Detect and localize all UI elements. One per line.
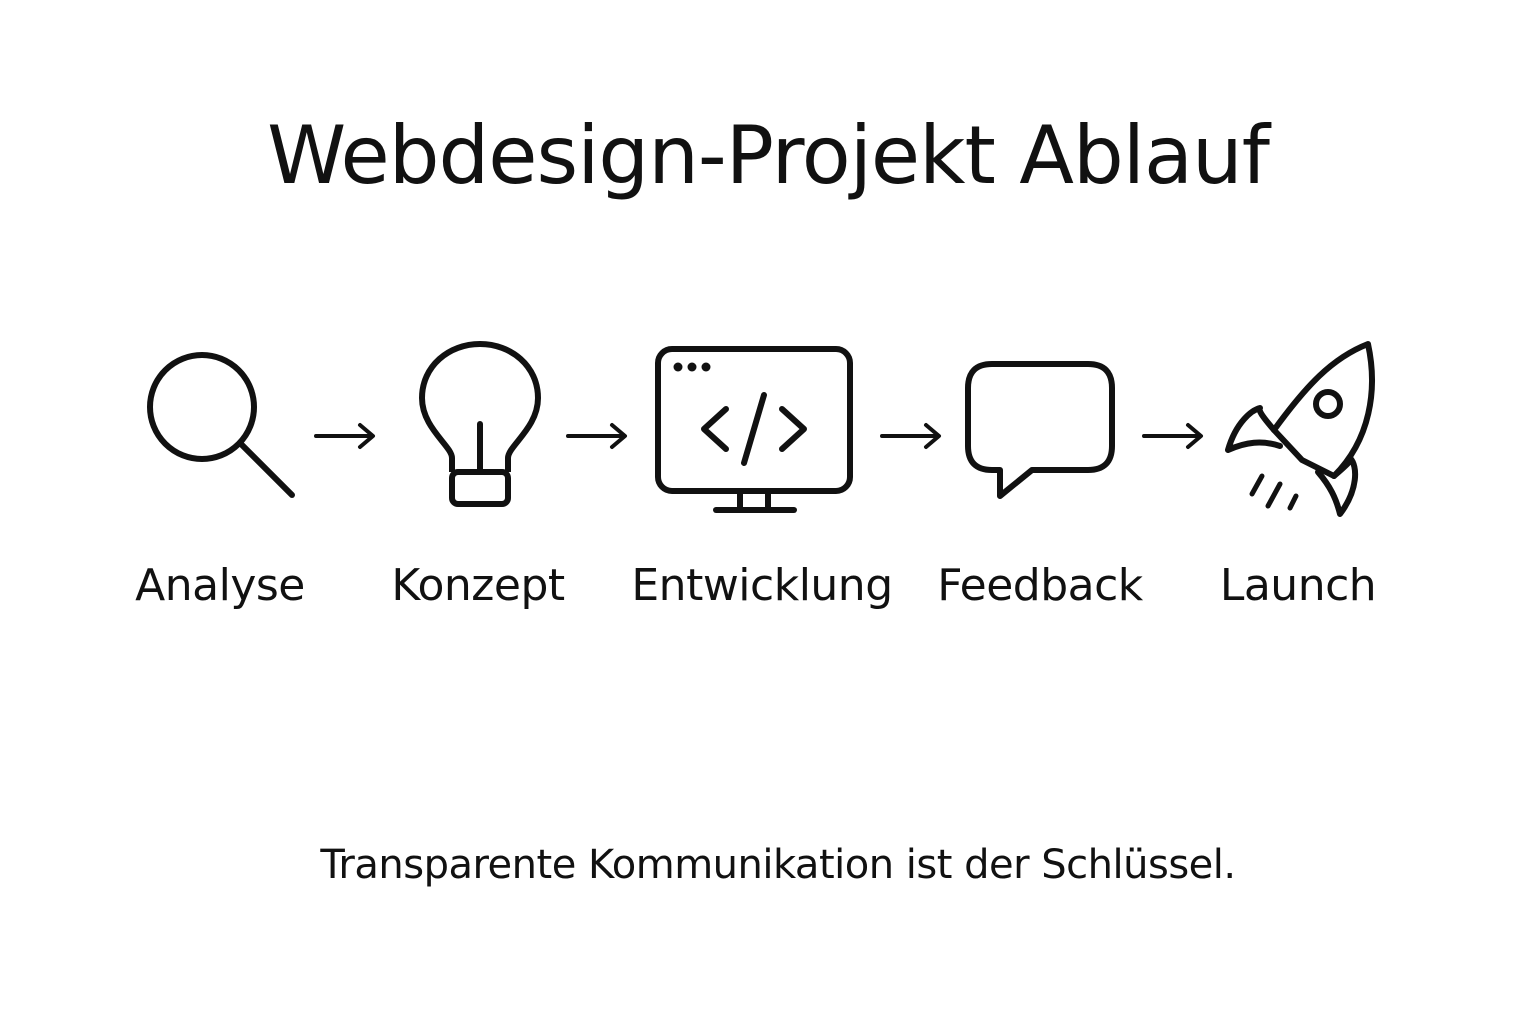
lightbulb-icon <box>412 340 552 515</box>
speech-bubble-icon <box>964 360 1116 502</box>
page-title: Webdesign-Projekt Ablauf <box>267 109 1270 202</box>
magnifier-icon <box>140 345 310 515</box>
step-label-analyse: Analyse <box>135 560 305 611</box>
arrow-right-icon <box>566 422 630 454</box>
rocket-icon <box>1222 340 1382 522</box>
arrow-right-icon <box>1142 422 1206 454</box>
code-monitor-icon <box>654 345 854 517</box>
step-label-feedback: Feedback <box>937 560 1143 611</box>
arrow-right-icon <box>314 422 378 454</box>
step-label-konzept: Konzept <box>391 560 565 611</box>
arrow-right-icon <box>880 422 944 454</box>
step-label-entwicklung: Entwicklung <box>631 560 893 611</box>
footer-caption: Transparente Kommunikation ist der Schlü… <box>320 842 1236 888</box>
step-label-launch: Launch <box>1219 560 1377 611</box>
